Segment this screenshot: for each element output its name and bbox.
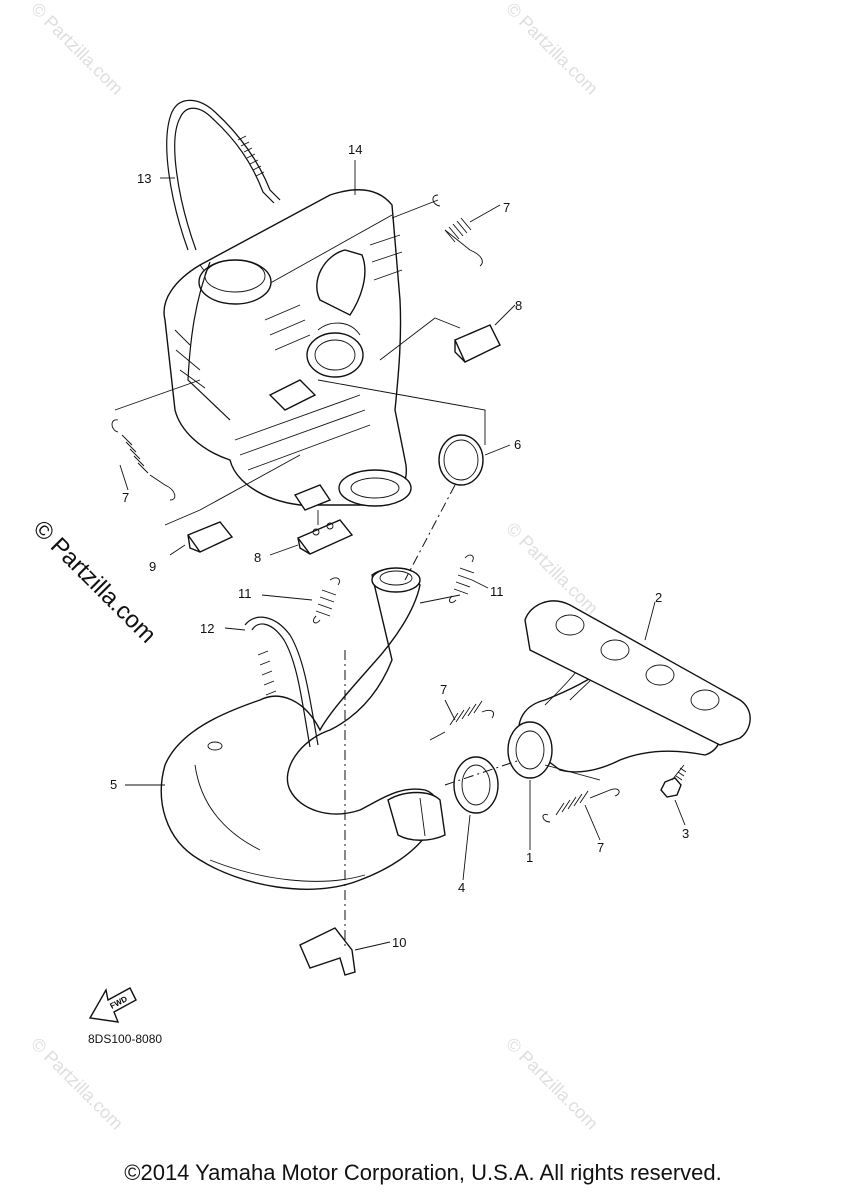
callout-1: 1 [526,850,533,865]
part-8-mount-lower-hole-b [326,522,334,530]
part-11-spring-right [449,554,475,603]
part-7-spring-mid [429,700,494,741]
part-7-spring-left [111,419,176,501]
part-7-spring-top-right [432,194,483,267]
part-5-expansion-chamber [160,567,446,890]
callout-7-mid: 7 [440,682,447,697]
part-3-bolt [660,764,687,798]
callout-11-left: 11 [238,586,252,601]
part-4-gasket [453,756,499,814]
callout-6: 6 [514,437,521,452]
part-8-mount-lower [296,519,354,555]
part-2-manifold-gasket [524,600,751,746]
callout-14: 14 [348,142,362,157]
part-8-mount-upper [454,324,501,363]
part-10-bracket [299,927,356,976]
callout-7-left: 7 [122,490,129,505]
callout-7-top: 7 [503,200,510,215]
callout-8-lower: 8 [254,550,261,565]
part-12-strap [244,616,319,748]
part-9-mount [186,521,234,553]
part-14-muffler [163,189,412,507]
part-7-spring-lower [542,788,620,823]
diagram-code: 8DS100-8080 [88,1032,163,1046]
centerline-muffler-chamber [404,484,456,581]
watermark-dark: © Partzilla.com [28,515,161,648]
copyright-footer: ©2014 Yamaha Motor Corporation, U.S.A. A… [124,1160,722,1185]
part-6-gasket [438,434,484,486]
callout-5: 5 [110,777,117,792]
callout-8-upper: 8 [515,298,522,313]
part-13-strap [166,99,281,251]
watermark-br: © Partzilla.com [502,1034,602,1134]
callout-2: 2 [655,590,662,605]
callout-7-lower: 7 [597,840,604,855]
callout-3: 3 [682,826,689,841]
muffler-bracket-upper [268,379,317,411]
callout-10: 10 [392,935,406,950]
fwd-arrow-icon: FWD [88,987,137,1023]
callout-13: 13 [137,171,151,186]
callout-4: 4 [458,880,465,895]
watermark-tl: © Partzilla.com [27,0,127,99]
callout-11-right: 11 [490,584,504,599]
muffler-bracket-lower [293,484,332,511]
watermark-tr: © Partzilla.com [502,0,602,99]
leader-lines [114,160,686,951]
callout-9: 9 [149,559,156,574]
part-11-spring-left [313,577,341,624]
centerline-gasket [444,759,521,786]
part-8-mount-lower-hole-a [312,528,320,536]
callout-12: 12 [200,621,214,636]
watermark-bl: © Partzilla.com [27,1034,127,1134]
